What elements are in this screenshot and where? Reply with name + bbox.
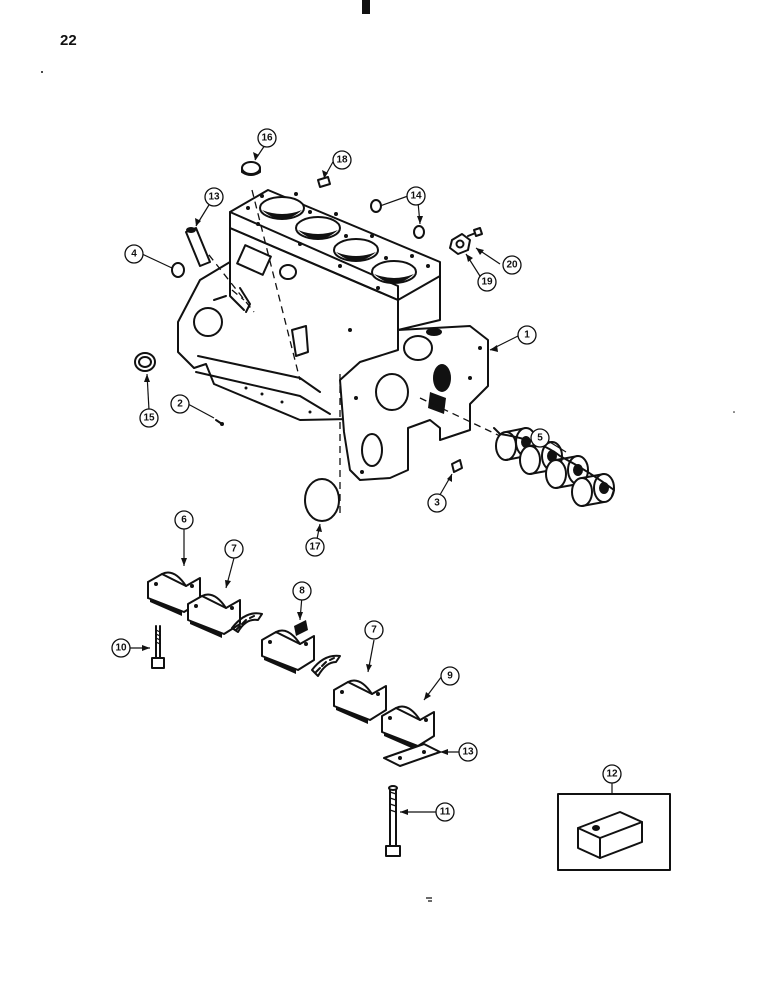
svg-text:7: 7: [371, 625, 377, 636]
bearing-cap-6: [147, 571, 201, 616]
expansion-plug-15: [370, 199, 425, 239]
svg-text:13: 13: [462, 747, 474, 758]
svg-text:8: 8: [299, 586, 305, 597]
svg-text:3: 3: [434, 498, 440, 509]
svg-text:5: 5: [537, 433, 543, 444]
bearing-cap-8: [261, 620, 315, 674]
svg-text:10: 10: [115, 643, 127, 654]
bearing-cap-7-rear: [333, 679, 387, 724]
callout-7-front: 7: [224, 539, 244, 559]
svg-text:7: 7: [231, 544, 237, 555]
svg-text:9: 9: [447, 671, 453, 682]
callout-3: 3: [427, 493, 447, 513]
dowel-sleeve-13: [185, 227, 211, 267]
svg-text:6: 6: [181, 515, 187, 526]
header-edge-mark: [362, 0, 370, 14]
callout-20: 19: [477, 272, 497, 292]
svg-text:16: 16: [261, 133, 273, 144]
shim-14: [383, 743, 441, 767]
callout-7-rear: 7: [364, 620, 384, 640]
pin-2: [215, 419, 224, 426]
svg-text:11: 11: [440, 807, 451, 818]
callout-13: 13: [204, 187, 224, 207]
callout-18: 17: [305, 537, 325, 557]
page-number: 22: [60, 32, 77, 49]
cylinder-bores: [259, 196, 417, 284]
svg-text:20: 20: [506, 260, 518, 271]
callout-10: 10: [111, 638, 131, 658]
svg-text:15: 15: [143, 413, 155, 424]
bearing-cap-7-front: [187, 593, 241, 638]
bolt-11: [385, 785, 401, 857]
callout-14: 13: [458, 742, 478, 762]
svg-text:4: 4: [131, 249, 137, 260]
bearing-shell: [231, 612, 263, 633]
callout-9: 9: [440, 666, 460, 686]
callout-12-text: 12: [606, 769, 618, 780]
callout-4: 4: [124, 244, 144, 264]
svg-text:1: 1: [524, 330, 530, 341]
svg-text:13: 13: [208, 192, 220, 203]
o-ring-18: [304, 478, 340, 522]
callout-11: 11: [435, 802, 455, 822]
svg-text:18: 18: [336, 155, 348, 166]
block-front-face: [397, 275, 441, 331]
expansion-plug-17: [241, 161, 261, 176]
callout-16: 15: [139, 408, 159, 428]
svg-text:19: 19: [481, 277, 493, 288]
camshaft-bushings-5: [493, 427, 615, 507]
callout-21: 20: [502, 255, 522, 275]
svg-text:2: 2: [177, 399, 183, 410]
cylinder-block: [177, 189, 501, 516]
callout-12: 12: [602, 764, 622, 784]
callout-19: 18: [332, 150, 352, 170]
callout-2: 2: [170, 394, 190, 414]
callout-5: 5: [530, 428, 550, 448]
svg-text:17: 17: [309, 542, 321, 553]
fitting-20-21: [449, 227, 483, 255]
head-bolt-holes: [246, 192, 430, 290]
bearing-cap-9: [381, 705, 435, 750]
bolt-10: [151, 625, 165, 669]
callout-1: 1: [517, 325, 537, 345]
thrust-bearing-shell: [311, 654, 341, 677]
callout-8: 8: [292, 581, 312, 601]
callout-6: 6: [174, 510, 194, 530]
leader-arrowheads: [142, 152, 498, 815]
callout-15: 14: [406, 186, 426, 206]
callout-17: 16: [257, 128, 277, 148]
inset-box-12: [557, 793, 671, 871]
plug-4: [171, 262, 185, 278]
expansion-plug-16: [134, 352, 156, 372]
block-left-wall: [177, 227, 399, 421]
print-specks: [41, 71, 735, 902]
svg-text:14: 14: [410, 191, 422, 202]
plug-3: [451, 459, 463, 473]
pipe-plug-19: [317, 176, 331, 188]
